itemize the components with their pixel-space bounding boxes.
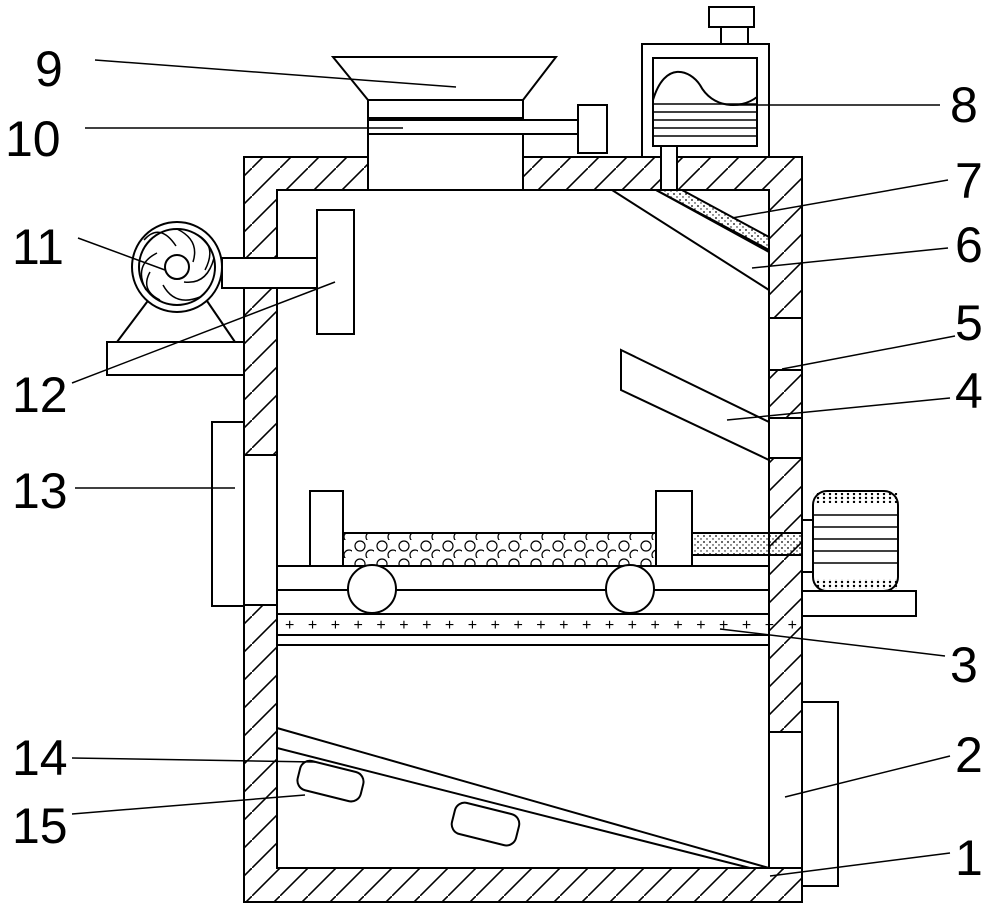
label-13: 13 [12,463,68,519]
top-wall-right [522,157,769,190]
push-rod [691,532,803,556]
vibrator-right [450,801,521,847]
inclined-filter-plates [608,189,770,292]
fan-duct [221,257,321,289]
label-4: 4 [955,363,983,419]
filter-layer: +++++++++++++++++++++++ [276,613,810,646]
bottom-wall [244,868,802,902]
label-12: 12 [12,367,68,423]
fan-shelf [106,341,245,376]
feed-shaft [367,119,579,135]
label-10: 10 [5,111,61,167]
label-15: 15 [12,798,68,854]
label-11: 11 [12,219,64,275]
vibration-motor [801,490,917,617]
roller-right [605,564,655,614]
label-3: 3 [950,637,978,693]
fan-assembly [106,209,355,376]
side-door [211,421,245,607]
label-5: 5 [955,295,983,351]
label-2: 2 [955,727,983,783]
screen-tray [276,490,803,614]
part-labels: 9 10 11 12 13 14 15 8 7 6 5 4 3 2 1 [5,41,983,886]
label-7: 7 [955,153,983,209]
housing [243,156,803,903]
air-nozzle [316,209,355,335]
label-1: 1 [955,830,983,886]
collection-slope [276,726,770,869]
top-wall-left [277,157,369,190]
roller-left [347,564,397,614]
baffle-plate [620,348,770,462]
leader-lines [71,59,956,877]
outlet-panel [801,701,839,887]
vibrator-left [296,759,365,803]
feed-motor [577,104,608,154]
label-8: 8 [950,77,978,133]
feed-hopper [330,56,608,191]
label-14: 14 [12,730,68,786]
svg-text:+++++++++++++++++++++++: +++++++++++++++++++++++ [285,617,810,634]
label-6: 6 [955,217,983,273]
label-9: 9 [35,41,63,97]
dust-box [641,6,770,191]
